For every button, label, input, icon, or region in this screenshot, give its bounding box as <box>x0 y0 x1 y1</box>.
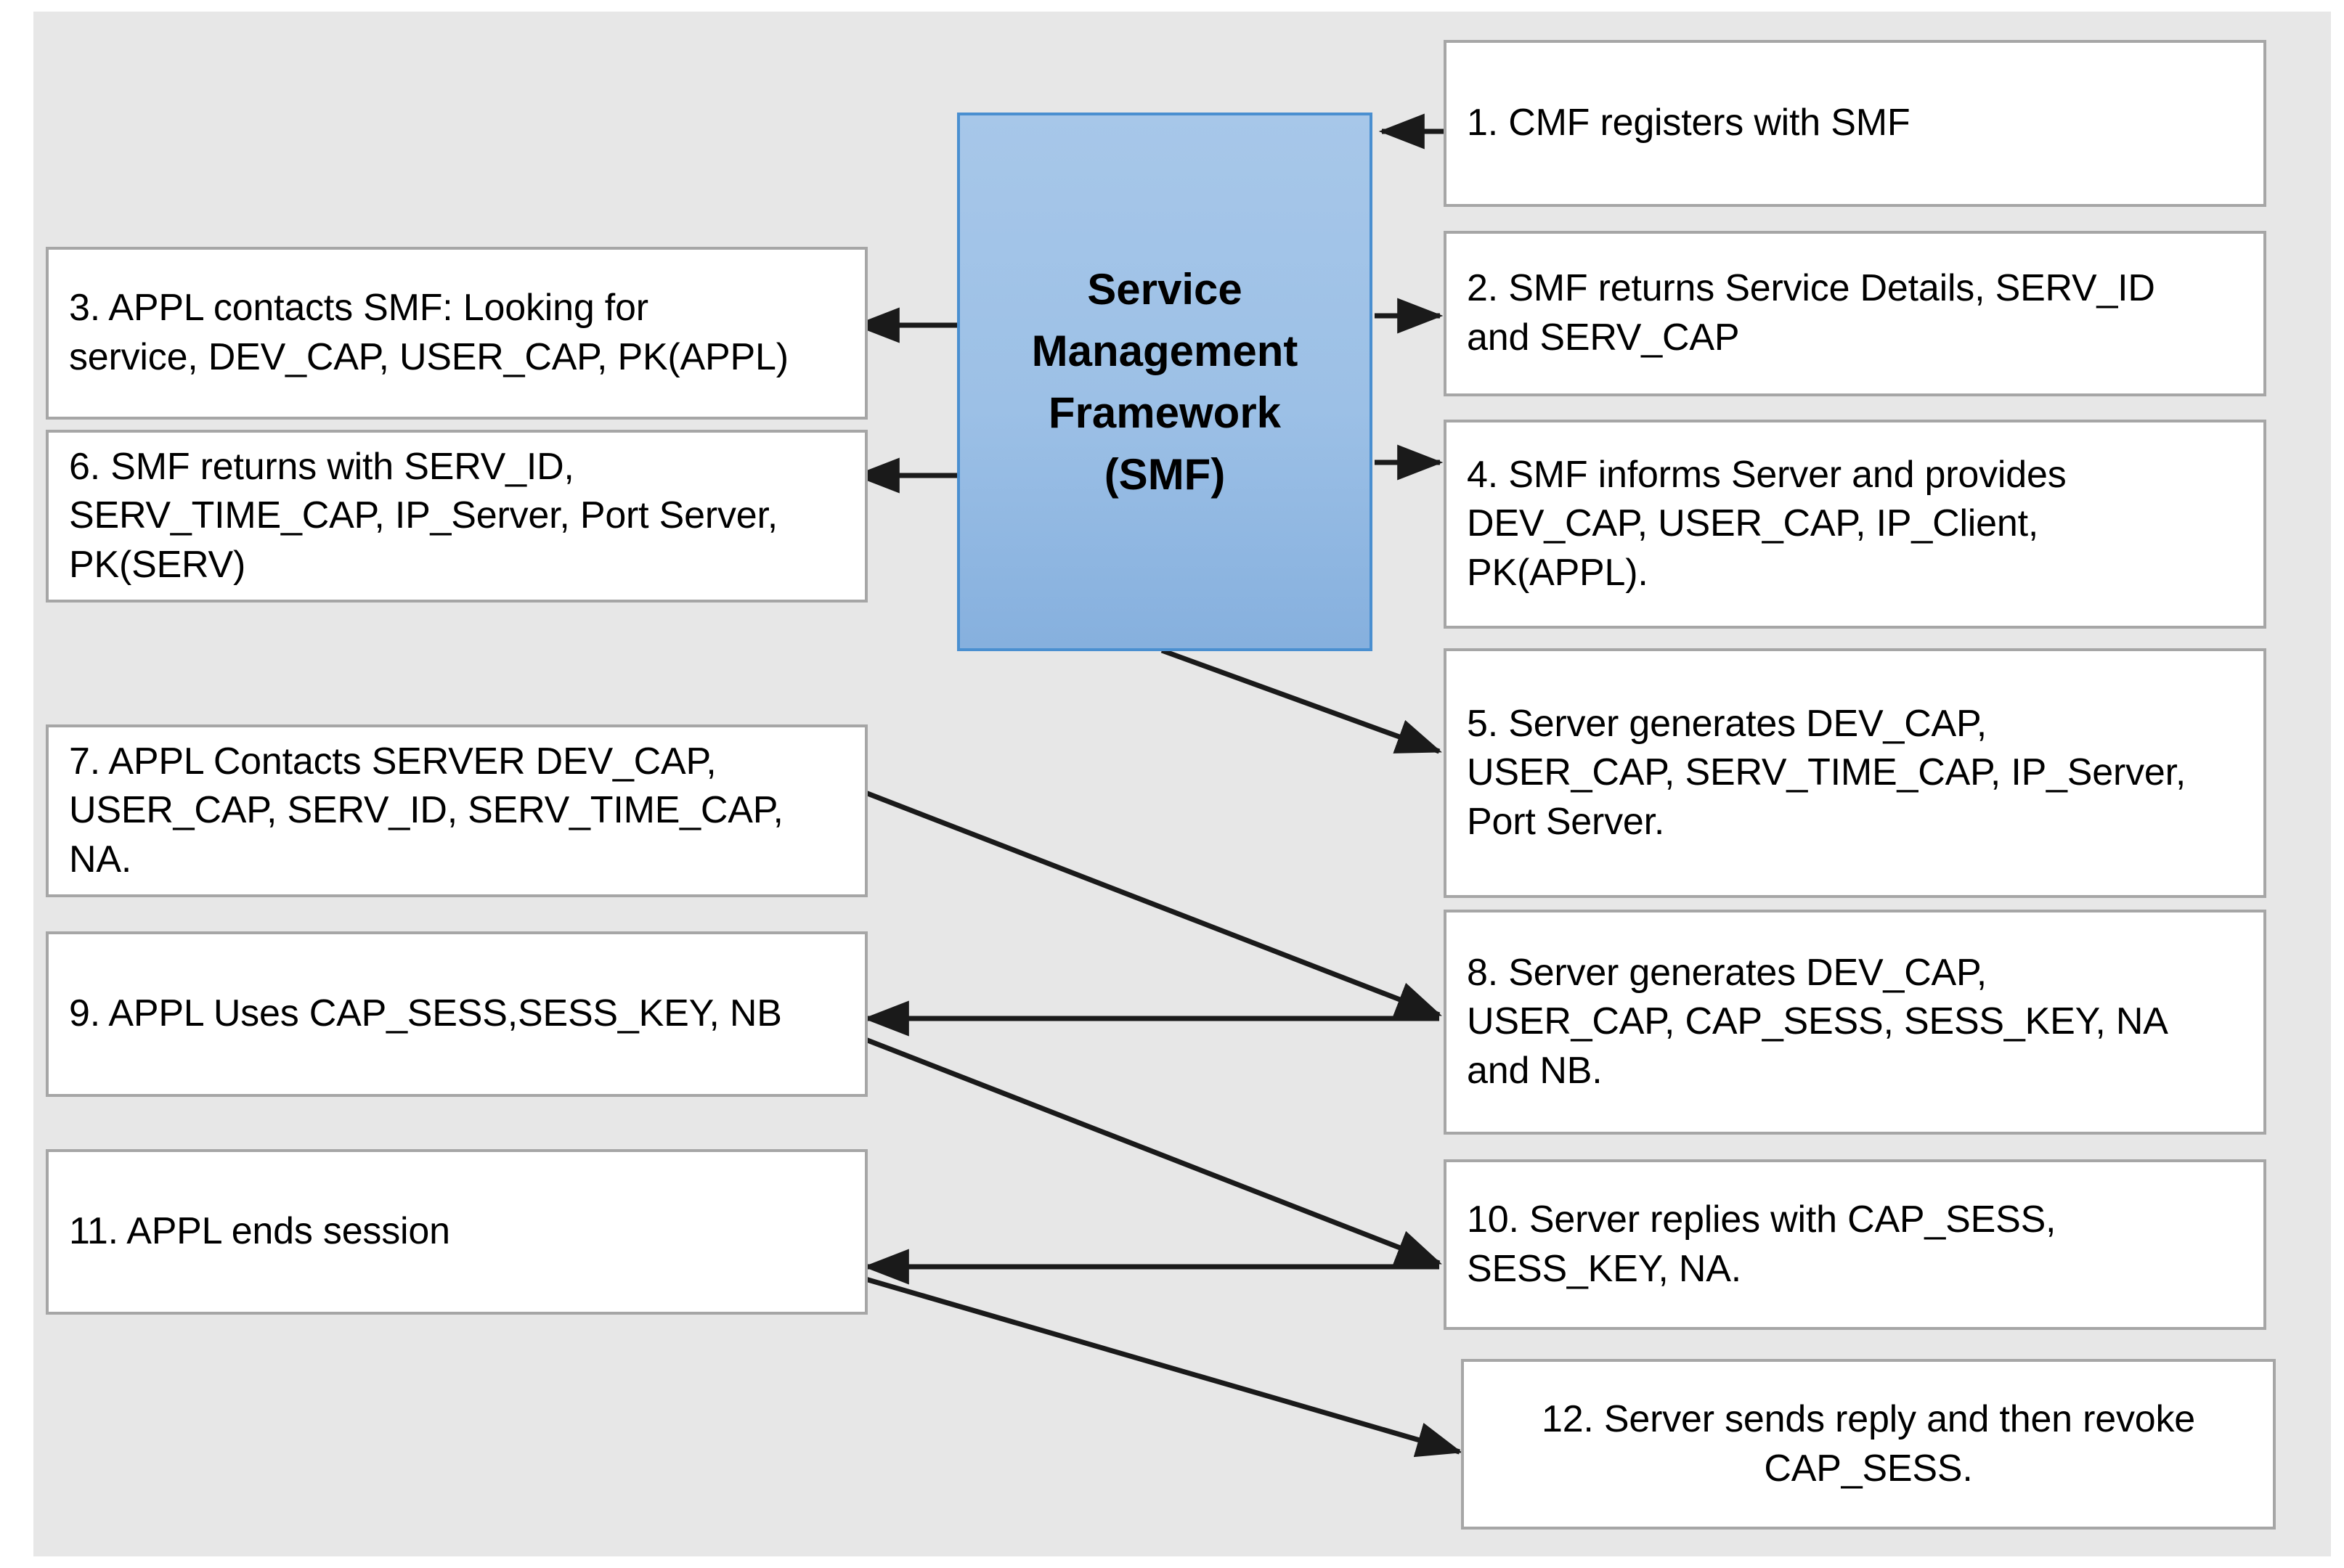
step-6-text: 6. SMF returns with SERV_ID, SERV_TIME_C… <box>69 445 778 586</box>
step-9-text: 9. APPL Uses CAP_SESS,SESS_KEY, NB <box>69 992 782 1035</box>
step-box-4: 4. SMF informs Server and provides DEV_C… <box>1444 420 2266 629</box>
step-7-text: 7. APPL Contacts SERVER DEV_CAP, USER_CA… <box>69 740 784 881</box>
step-box-2: 2. SMF returns Service Details, SERV_ID … <box>1444 231 2266 396</box>
step-box-12: 12. Server sends reply and then revoke C… <box>1461 1359 2276 1530</box>
step-box-5: 5. Server generates DEV_CAP, USER_CAP, S… <box>1444 648 2266 898</box>
step-box-11: 11. APPL ends session <box>46 1149 868 1315</box>
step-box-3: 3. APPL contacts SMF: Looking for servic… <box>46 247 868 420</box>
step-5-text: 5. Server generates DEV_CAP, USER_CAP, S… <box>1467 702 2186 843</box>
step-3-text: 3. APPL contacts SMF: Looking for servic… <box>69 287 789 378</box>
step-11-text: 11. APPL ends session <box>69 1210 450 1253</box>
step-1-text: 1. CMF registers with SMF <box>1467 102 1910 144</box>
step-8-text: 8. Server generates DEV_CAP, USER_CAP, C… <box>1467 951 2168 1092</box>
step-box-8: 8. Server generates DEV_CAP, USER_CAP, C… <box>1444 910 2266 1135</box>
step-10-text: 10. Server replies with CAP_SESS, SESS_K… <box>1467 1198 2056 1290</box>
step-box-10: 10. Server replies with CAP_SESS, SESS_K… <box>1444 1159 2266 1330</box>
step-box-9: 9. APPL Uses CAP_SESS,SESS_KEY, NB <box>46 931 868 1097</box>
step-box-6: 6. SMF returns with SERV_ID, SERV_TIME_C… <box>46 430 868 603</box>
step-box-1: 1. CMF registers with SMF <box>1444 40 2266 207</box>
step-12-text: 12. Server sends reply and then revoke C… <box>1541 1397 2196 1490</box>
smf-hub-box: Service Management Framework (SMF) <box>957 113 1372 651</box>
step-4-text: 4. SMF informs Server and provides DEV_C… <box>1467 453 2067 594</box>
step-box-7: 7. APPL Contacts SERVER DEV_CAP, USER_CA… <box>46 724 868 897</box>
step-2-text: 2. SMF returns Service Details, SERV_ID … <box>1467 267 2155 359</box>
